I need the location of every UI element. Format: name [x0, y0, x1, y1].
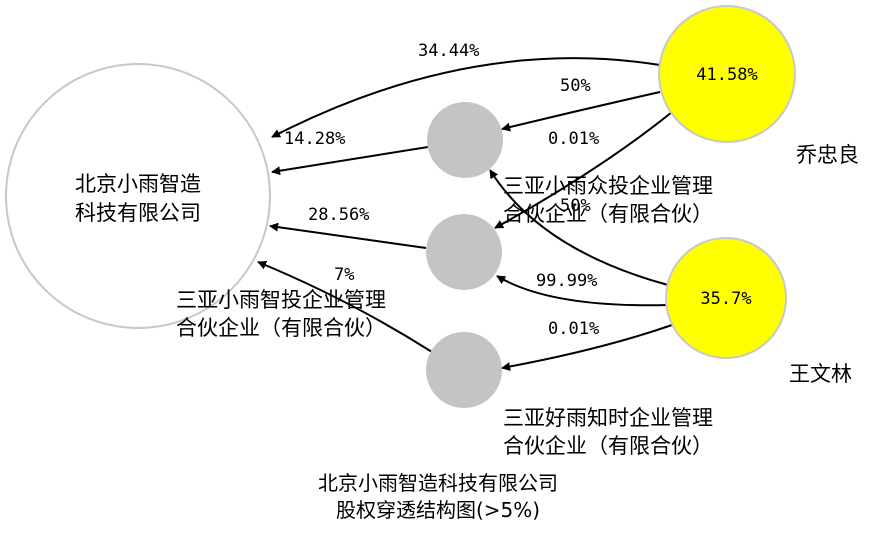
edge-qiao-to-zhongtou	[501, 91, 661, 132]
edge-zhongtou-to-target	[271, 146, 429, 176]
haoyu-node	[426, 332, 502, 408]
qiao-name: 乔忠良	[796, 143, 859, 167]
zhitou-name-line1: 三亚小雨智投企业管理	[176, 288, 386, 312]
target-company-node	[5, 63, 271, 329]
target-name-line2: 科技有限公司	[75, 201, 201, 225]
caption-line1: 北京小雨智造科技有限公司	[318, 471, 558, 495]
edge-wang-to-zhongtou	[489, 169, 669, 286]
zhongtou-node	[427, 102, 503, 178]
edge-wang-to-haoyu	[501, 324, 673, 371]
qiao-node	[658, 5, 796, 143]
edge-haoyu-to-target	[257, 260, 433, 353]
caption-line2: 股权穿透结构图(>5%)	[336, 498, 540, 522]
label-haoyu-target: 7%	[334, 265, 354, 285]
zhongtou-name-line1: 三亚小雨众投企业管理	[503, 174, 713, 198]
edge-qiao-to-target	[271, 57, 661, 138]
label-qiao-zhongtou: 50%	[560, 76, 591, 96]
zhitou-node	[426, 214, 502, 290]
label-wang-zhongtou: 50%	[560, 196, 591, 216]
target-name-line1: 北京小雨智造	[75, 172, 201, 196]
haoyu-name-line2: 合伙企业（有限合伙）	[503, 434, 713, 458]
edge-qiao-to-zhitou	[494, 111, 673, 229]
zhitou-name-line2: 合伙企业（有限合伙）	[176, 316, 386, 340]
wang-name: 王文林	[789, 362, 852, 386]
label-zhitou-target: 28.56%	[308, 205, 369, 225]
label-wang-zhitou: 99.99%	[536, 271, 597, 291]
label-qiao-target: 34.44%	[418, 41, 479, 61]
edge-wang-to-zhitou	[496, 275, 669, 307]
edges	[257, 57, 673, 371]
wang-share: 35.7%	[700, 289, 751, 309]
haoyu-name-line1: 三亚好雨知时企业管理	[503, 406, 713, 430]
wang-node	[665, 237, 787, 359]
label-zhongtou-target: 14.28%	[284, 129, 345, 149]
zhongtou-name-line2: 合伙企业（有限合伙）	[503, 202, 713, 226]
qiao-share: 41.58%	[696, 65, 757, 85]
label-qiao-zhitou: 0.01%	[548, 129, 599, 149]
edge-zhitou-to-target	[269, 222, 427, 249]
label-wang-haoyu: 0.01%	[548, 319, 599, 339]
